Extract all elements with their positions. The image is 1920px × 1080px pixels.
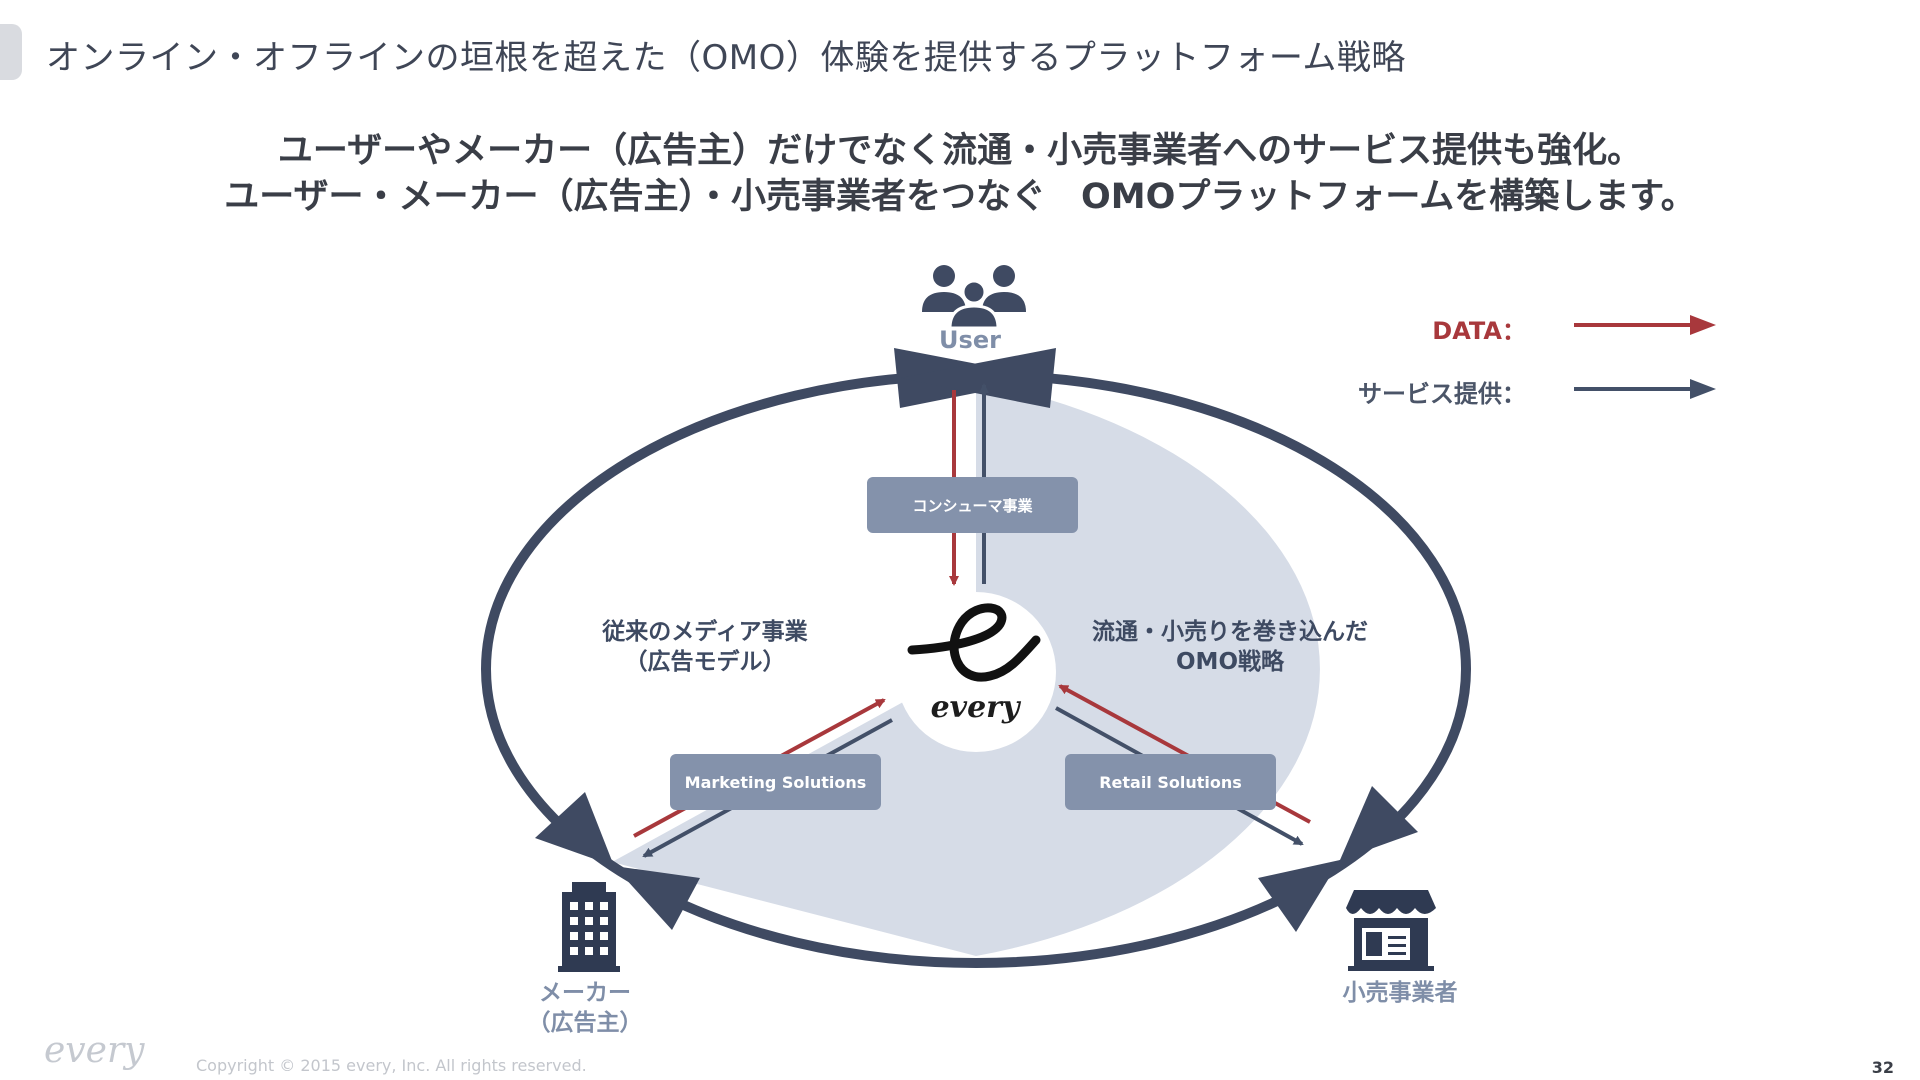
headline-line-1: ユーザーやメーカー（広告主）だけでなく流通・小売事業者へのサービス提供も強化。 (277, 131, 1643, 171)
title-accent-bar (0, 24, 22, 80)
users-icon (922, 265, 1026, 330)
region-left-line-2: （広告モデル） (624, 649, 786, 675)
page-title: オンライン・オフラインの垣根を超えた（OMO）体験を提供するプラットフォーム戦略 (46, 38, 1406, 78)
maker-label-line-2: （広告主） (527, 1010, 643, 1036)
region-label-right: 流通・小売りを巻き込んだ OMO戦略 (1080, 617, 1380, 677)
maker-label-line-1: メーカー (539, 980, 631, 1006)
region-right-line-1: 流通・小売りを巻き込んだ (1092, 619, 1368, 645)
consumer-business-box: コンシューマ事業 (867, 477, 1078, 533)
retailer-label: 小売事業者 (1342, 980, 1458, 1006)
legend-service-label: サービス提供： (1358, 380, 1526, 408)
copyright-text: Copyright © 2015 every, Inc. All rights … (196, 1056, 587, 1075)
retail-solutions-box: Retail Solutions (1065, 754, 1276, 810)
region-right-line-2: OMO戦略 (1176, 649, 1284, 675)
every-logo-icon (907, 603, 1041, 682)
ring-arrowhead-retailer-top (1340, 786, 1418, 860)
marketing-solutions-box: Marketing Solutions (670, 754, 881, 810)
ring-arrowhead-maker-bottom (614, 866, 700, 930)
user-label: User (939, 326, 1001, 354)
headline-line-2: ユーザー・メーカー（広告主）・小売事業者をつなぐ OMOプラットフォームを構築し… (224, 177, 1696, 217)
page-number: 32 (1871, 1058, 1894, 1077)
region-label-left: 従来のメディア事業 （広告モデル） (590, 617, 820, 677)
footer-logo: every (44, 1030, 145, 1071)
office-building-icon (558, 882, 620, 972)
every-logo-circle (896, 592, 1056, 752)
storefront-icon (1346, 890, 1436, 971)
every-logo-wordmark: every (930, 690, 1020, 725)
ring-arrowhead-maker-top (535, 792, 614, 866)
ring-arrowhead-user-right (900, 348, 1056, 408)
region-left-line-1: 従来のメディア事業 (602, 619, 808, 645)
ring-arrowhead-retailer-bottom (1258, 860, 1340, 932)
legend-data-label: DATA： (1432, 317, 1526, 345)
legend-service-arrowhead (1690, 379, 1716, 399)
legend-data-arrowhead (1690, 315, 1716, 335)
maker-label: メーカー （広告主） (505, 978, 665, 1038)
